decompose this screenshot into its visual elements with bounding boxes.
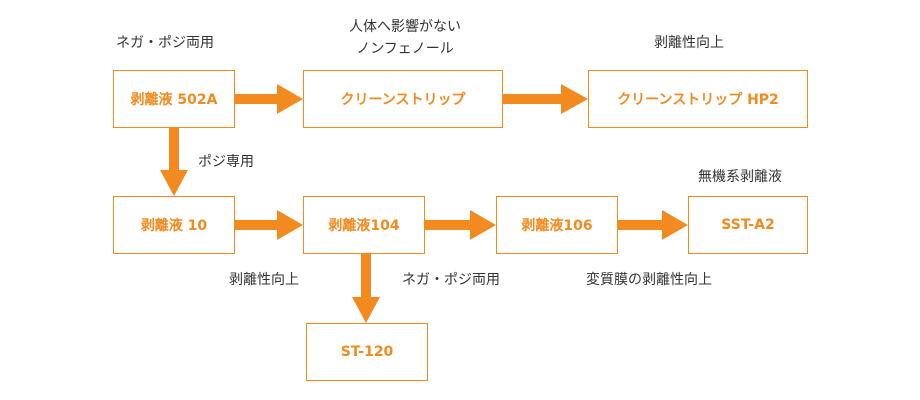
arrow-104-to-106	[425, 210, 496, 240]
arrow-106-to-sst	[618, 210, 688, 240]
node-peel-104: 剥離液104	[303, 196, 425, 254]
node-sst-a2: SST-A2	[688, 196, 808, 254]
node-peel-502a: 剥離液 502A	[113, 70, 235, 128]
arrow-502a-to-cleanstrip	[235, 84, 303, 114]
label-inorganic: 無機系剥離液	[698, 169, 782, 185]
node-peel-10: 剥離液 10	[113, 196, 235, 254]
label-human-safe: 人体へ影響がない ノンフェノール	[330, 16, 480, 60]
node-cleanstrip: クリーンストリップ	[303, 70, 503, 128]
label-nega-posi-top: ネガ・ポジ両用	[116, 35, 214, 51]
label-nega-posi-mid: ネガ・ポジ両用	[402, 272, 500, 288]
label-posi-only: ポジ専用	[198, 154, 254, 170]
label-peel-top: 剥離性向上	[654, 35, 724, 51]
arrow-502a-to-10	[160, 128, 188, 196]
node-st-120: ST-120	[306, 323, 428, 381]
label-peel-mid: 剥離性向上	[229, 272, 299, 288]
label-human-safe-line2: ノンフェノール	[356, 41, 454, 57]
arrow-104-to-st120	[352, 254, 380, 323]
node-peel-106: 剥離液106	[496, 196, 618, 254]
arrow-cleanstrip-to-hp2	[503, 84, 588, 114]
label-human-safe-line1: 人体へ影響がない	[349, 19, 461, 35]
arrow-10-to-104	[235, 210, 303, 240]
label-altered-film: 変質膜の剥離性向上	[586, 272, 712, 288]
node-cleanstrip-hp2: クリーンストリップ HP2	[588, 70, 808, 128]
